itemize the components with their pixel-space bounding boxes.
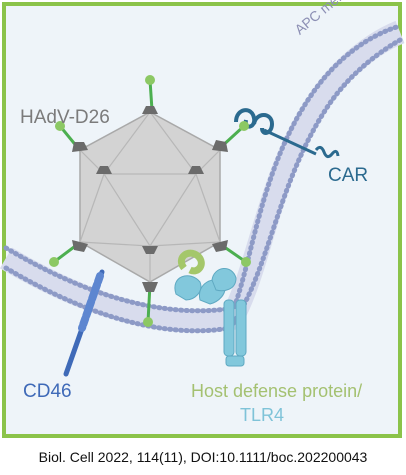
figure-panel: HAdV-D26 APC membrane CAR CD46 Host defe…: [0, 0, 405, 438]
tlr4-label: TLR4: [240, 405, 285, 425]
hadv-d26-capsid: [49, 75, 251, 327]
virus-label: HAdV-D26: [20, 107, 110, 128]
illustration: [0, 2, 405, 438]
car-label: CAR: [328, 165, 369, 186]
tlr4-receptor: [174, 268, 247, 367]
host-defense-protein: [177, 249, 205, 275]
host-defense-label: Host defense protein/: [191, 381, 363, 401]
cd46-receptor: [63, 269, 105, 377]
citation: Biol. Cell 2022, 114(11), DOI:10.1111/bo…: [38, 449, 368, 465]
cd46-label: CD46: [23, 381, 72, 402]
apc-membrane: [0, 20, 405, 334]
